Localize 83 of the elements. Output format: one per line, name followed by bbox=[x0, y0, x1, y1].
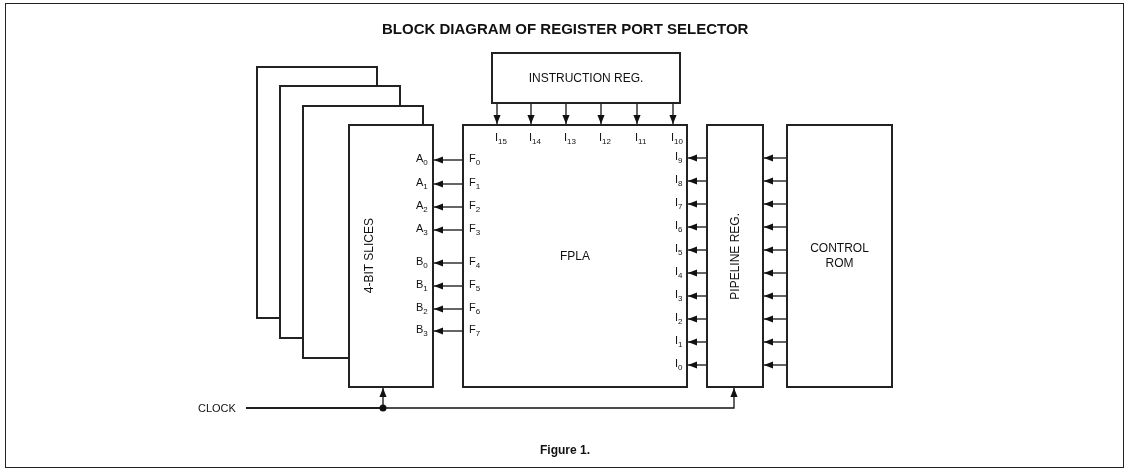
arrow bbox=[763, 338, 787, 346]
arrow bbox=[687, 246, 707, 254]
arrow bbox=[433, 180, 463, 188]
block-label: CONTROL ROM bbox=[809, 241, 870, 271]
pin-label: B$_{2}$ bbox=[416, 301, 428, 319]
arrow bbox=[687, 292, 707, 300]
arrow bbox=[763, 292, 787, 300]
arrow bbox=[763, 223, 787, 231]
arrow bbox=[433, 226, 463, 234]
pin-label: I$_{5}$ bbox=[675, 242, 683, 260]
pin-label: F$_{7}$ bbox=[469, 323, 481, 341]
rom-block bbox=[786, 124, 893, 388]
arrow bbox=[687, 154, 707, 162]
pin-label: I$_{10}$ bbox=[671, 131, 683, 149]
diagram-title: BLOCK DIAGRAM OF REGISTER PORT SELECTOR bbox=[382, 20, 749, 37]
pin-label: I$_{8}$ bbox=[675, 173, 683, 191]
stacked-slice-box bbox=[302, 105, 424, 358]
arrow bbox=[433, 305, 463, 313]
pin-label: F$_{6}$ bbox=[469, 301, 481, 319]
arrow bbox=[763, 269, 787, 277]
pin-label: A$_{2}$ bbox=[416, 199, 428, 217]
pin-label: F$_{1}$ bbox=[469, 176, 481, 194]
arrow bbox=[633, 103, 641, 125]
arrow bbox=[687, 315, 707, 323]
arrow bbox=[433, 327, 463, 335]
stacked-slice-box bbox=[256, 66, 378, 318]
pin-label: I$_{11}$ bbox=[635, 131, 647, 149]
fpla-block bbox=[462, 124, 688, 388]
block-label: FPLA bbox=[560, 248, 590, 264]
arrow bbox=[245, 387, 738, 409]
pin-label: I$_{15}$ bbox=[495, 131, 507, 149]
pin-label: I$_{6}$ bbox=[675, 219, 683, 237]
figure-caption: Figure 1. bbox=[540, 443, 590, 457]
pin-label: I$_{7}$ bbox=[675, 196, 683, 214]
arrow bbox=[597, 103, 605, 125]
arrow bbox=[562, 103, 570, 125]
arrow bbox=[433, 259, 463, 267]
pin-label: I$_{9}$ bbox=[675, 150, 683, 168]
arrow bbox=[527, 103, 535, 125]
pin-label: A$_{0}$ bbox=[416, 152, 428, 170]
block-label: PIPELINE REG. bbox=[728, 212, 742, 300]
arrow bbox=[433, 203, 463, 211]
pin-label: I$_{1}$ bbox=[675, 334, 683, 352]
pin-label: B$_{0}$ bbox=[416, 255, 428, 273]
arrow bbox=[687, 200, 707, 208]
arrow bbox=[669, 103, 677, 125]
pin-label: I$_{2}$ bbox=[675, 311, 683, 329]
arrow bbox=[687, 338, 707, 346]
pin-label: B$_{3}$ bbox=[416, 323, 428, 341]
block-label: 4-BIT SLICES bbox=[362, 218, 376, 294]
arrow bbox=[433, 282, 463, 290]
arrow bbox=[763, 177, 787, 185]
arrow bbox=[763, 154, 787, 162]
pin-label: A$_{3}$ bbox=[416, 222, 428, 240]
pin-label: I$_{12}$ bbox=[599, 131, 611, 149]
register-block bbox=[491, 52, 681, 104]
arrow bbox=[493, 103, 501, 125]
pin-label: F$_{2}$ bbox=[469, 199, 481, 217]
pin-label: I$_{0}$ bbox=[675, 357, 683, 375]
pin-label: F$_{3}$ bbox=[469, 222, 481, 240]
arrow bbox=[763, 200, 787, 208]
pin-label: F$_{0}$ bbox=[469, 152, 481, 170]
arrow bbox=[687, 361, 707, 369]
arrow bbox=[687, 269, 707, 277]
signal-label: CLOCK bbox=[198, 401, 242, 415]
arrow bbox=[763, 361, 787, 369]
pin-label: I$_{3}$ bbox=[675, 288, 683, 306]
pin-label: F$_{4}$ bbox=[469, 255, 481, 273]
arrow bbox=[687, 177, 707, 185]
pin-label: A$_{1}$ bbox=[416, 176, 428, 194]
pin-label: I$_{14}$ bbox=[529, 131, 541, 149]
arrow bbox=[763, 246, 787, 254]
block-label: INSTRUCTION REG. bbox=[528, 70, 644, 86]
pin-label: I$_{4}$ bbox=[675, 265, 683, 283]
arrow bbox=[763, 315, 787, 323]
arrow bbox=[687, 223, 707, 231]
arrow bbox=[433, 156, 463, 164]
stacked-slice-box bbox=[279, 85, 401, 338]
pin-label: F$_{5}$ bbox=[469, 278, 481, 296]
slice-block bbox=[348, 124, 434, 388]
pin-label: B$_{1}$ bbox=[416, 278, 428, 296]
register-block bbox=[706, 124, 764, 388]
pin-label: I$_{13}$ bbox=[564, 131, 576, 149]
